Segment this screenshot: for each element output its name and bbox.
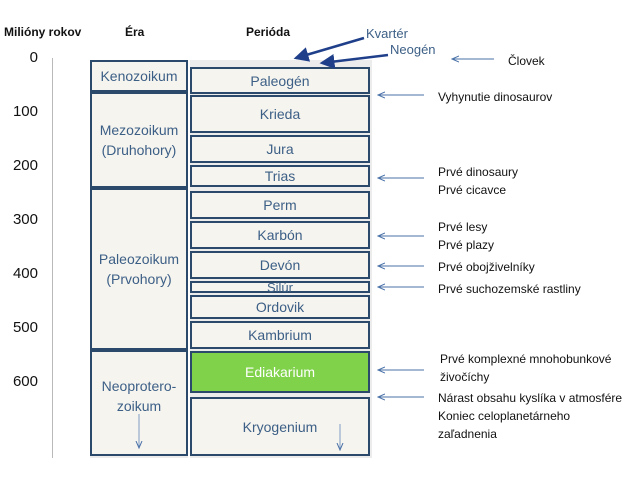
tick-300: 300 (12, 211, 38, 228)
era-mezozoikum: Mezozoikum (Druhohory) (90, 92, 188, 188)
era-kenozoikum-label: Kenozoikum (100, 68, 178, 84)
time-axis (52, 58, 53, 458)
event-lesy: Prvé lesy Prvé plazy (438, 220, 495, 252)
period-trias-label: Trias (264, 168, 296, 184)
era-neoproterozoikum-label: Neoprotero- zoikum (101, 378, 177, 414)
period-karbon-label: Karbón (257, 227, 303, 243)
period-kryogenium-label: Kryogenium (242, 418, 318, 435)
period-ediakarium-label: Ediakarium (244, 364, 316, 380)
tick-200: 200 (12, 157, 38, 174)
tick-0: 0 (29, 49, 38, 66)
period-devon-label: Devón (259, 257, 301, 273)
period-trias: Trias (190, 165, 370, 187)
event-dinosaury: Prvé dinosaury Prvé cicavce (438, 165, 519, 197)
period-ordovik: Ordovik (190, 295, 370, 319)
period-jura: Jura (190, 135, 370, 163)
period-header: Perióda (246, 25, 291, 39)
tick-500: 500 (12, 319, 38, 336)
period-krieda: Krieda (190, 95, 370, 133)
period-ordovik-label: Ordovik (255, 299, 305, 315)
era-kenozoikum: Kenozoikum (90, 60, 188, 92)
era-mezozoikum-label: Mezozoikum (Druhohory) (99, 122, 179, 158)
period-perm: Perm (190, 191, 370, 219)
period-devon: Devón (190, 251, 370, 279)
event-mnohobunkove: Prvé komplexné mnohobunkové živočíchy (440, 352, 612, 384)
era-paleozoikum: Paleozoikum (Prvohory) (90, 188, 188, 350)
millions-header: Milióny rokov (4, 25, 82, 39)
tick-600: 600 (12, 373, 38, 390)
event-clovek: Človek (508, 54, 545, 68)
tick-400: 400 (12, 265, 38, 282)
neogen-label: Neogén (390, 42, 436, 57)
event-rastliny: Prvé suchozemské rastliny (438, 282, 581, 296)
period-paleogen-label: Paleogén (250, 72, 310, 89)
period-perm-label: Perm (263, 197, 297, 213)
event-vyhynutie: Vyhynutie dinosaurov (438, 90, 553, 104)
kvarter-label: Kvartér (366, 26, 408, 41)
period-krieda-label: Krieda (259, 106, 301, 122)
event-kyslik: Nárast obsahu kyslíka v atmosfére Koniec… (438, 391, 623, 441)
period-kambrium: Kambrium (190, 321, 370, 349)
period-ediakarium: Ediakarium (190, 351, 370, 393)
period-kambrium-label: Kambrium (248, 327, 312, 343)
period-paleogen: Paleogén (190, 67, 370, 94)
kvarter-arrow (293, 36, 365, 62)
neogen-arrow (319, 53, 389, 69)
period-silur-label: Silúr (266, 279, 293, 295)
period-silur: Silúr (190, 279, 370, 295)
era-header: Éra (125, 25, 145, 39)
era-paleozoikum-label: Paleozoikum (Prvohory) (98, 251, 180, 287)
event-obojzivelniky: Prvé obojživelníky (438, 260, 535, 274)
tick-100: 100 (12, 103, 38, 120)
period-jura-label: Jura (266, 141, 294, 157)
period-karbon: Karbón (190, 221, 370, 249)
